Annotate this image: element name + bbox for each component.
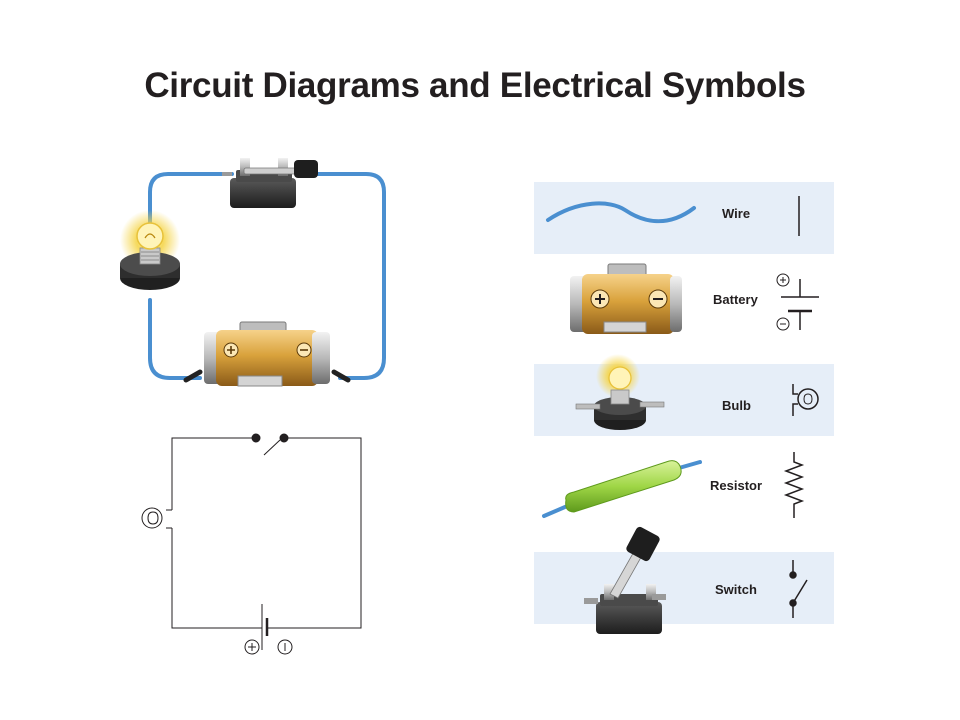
negative-terminal-icon — [277, 639, 293, 655]
resistor-illustration — [542, 460, 702, 518]
bulb-key-illustration — [575, 354, 665, 430]
plus-sign — [248, 643, 256, 651]
switch-lever — [263, 439, 281, 456]
circuit-wire — [148, 298, 202, 380]
schematic-bulb-symbol — [166, 509, 172, 529]
symbol-label-bulb: Bulb — [722, 398, 751, 413]
knife-switch-illustration — [222, 158, 318, 208]
schematic-circuit — [141, 433, 362, 655]
symbol-label-wire: Wire — [722, 206, 751, 221]
bulb-symbol — [792, 384, 819, 416]
schematic-wire — [171, 437, 362, 629]
circuit-wire — [314, 172, 386, 380]
switch-contact — [279, 433, 289, 443]
switch-key-illustration — [584, 526, 666, 634]
switch-contact — [251, 433, 261, 443]
battery-key-illustration — [570, 263, 682, 334]
symbol-key — [534, 182, 834, 634]
bulb-filament — [147, 511, 159, 525]
row-shade-switch — [534, 552, 834, 624]
wire-illustration — [546, 201, 696, 224]
row-shade-wire — [534, 182, 834, 254]
schematic-bulb-symbol — [141, 507, 163, 529]
row-shade-bulb — [534, 364, 834, 436]
battery-illustration — [183, 321, 351, 387]
negative-terminal-icon — [776, 317, 790, 331]
switch-symbol — [789, 560, 808, 618]
pictorial-circuit — [120, 158, 386, 387]
page-title: Circuit Diagrams and Electrical Symbols — [144, 66, 806, 105]
resistor-symbol — [783, 452, 805, 518]
positive-terminal-icon — [776, 273, 790, 287]
symbol-label-battery: Battery — [713, 292, 758, 307]
bulb-illustration — [120, 210, 180, 290]
symbol-label-resistor: Resistor — [710, 478, 763, 493]
circuit-wire — [148, 172, 234, 232]
battery-symbol — [776, 273, 819, 331]
symbol-label-switch: Switch — [715, 582, 757, 597]
positive-terminal-icon — [244, 639, 260, 655]
